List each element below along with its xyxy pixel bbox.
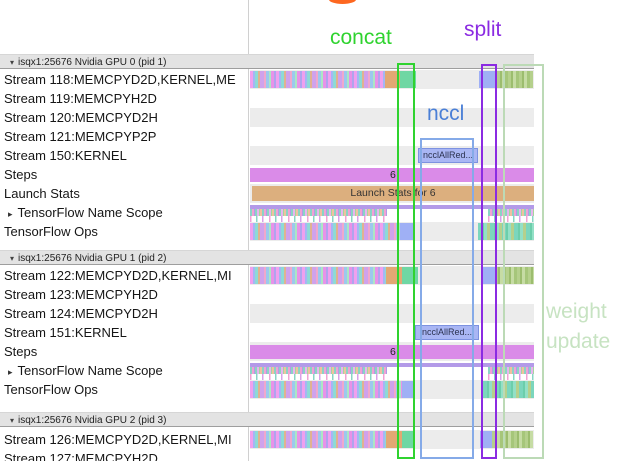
track-label-text: Stream 118:MEMCPYD2D,KERNEL,ME: [4, 72, 236, 87]
track-label-text: Stream 123:MEMCPYH2D: [4, 287, 158, 302]
annotation-label-concat: concat: [330, 26, 392, 49]
track-label-steps: Steps: [0, 165, 247, 184]
track-label-stream-124-memcpyd2h: Stream 124:MEMCPYD2H: [0, 304, 247, 323]
process-header-label: isqx1:25676 Nvidia GPU 0 (pid 1): [18, 57, 167, 68]
track-label-stream-120-memcpyd2h: Stream 120:MEMCPYD2H: [0, 108, 247, 127]
track-label-text: Steps: [4, 344, 38, 359]
track-row-background: [250, 285, 534, 304]
track-label-tensorflow-name-scope[interactable]: ▸ TensorFlow Name Scope: [0, 203, 247, 222]
trace-events-dense[interactable]: [250, 267, 386, 284]
track-label-stream-121-memcpyp2p: Stream 121:MEMCPYP2P: [0, 127, 247, 146]
track-label-text: Stream 126:MEMCPYD2D,KERNEL,MI: [4, 432, 232, 447]
nccl-allreduce-event[interactable]: ncclAllRed...: [418, 148, 478, 163]
name-scope-ticks[interactable]: [250, 209, 387, 222]
track-label-text: Launch Stats: [4, 186, 80, 201]
expand-arrow-icon[interactable]: ▸: [8, 367, 13, 377]
clipped-orange-annotation-glyph: [329, 0, 356, 4]
process-header-label: isqx1:25676 Nvidia GPU 2 (pid 3): [18, 415, 167, 426]
collapse-arrow-icon[interactable]: ▾: [10, 254, 15, 263]
steps-bar[interactable]: 6: [250, 345, 534, 359]
track-label-stream-150-kernel: Stream 150:KERNEL: [0, 146, 247, 165]
trace-event-blue[interactable]: [480, 431, 492, 448]
trace-event-orange[interactable]: [385, 71, 400, 88]
trace-events-green[interactable]: [492, 431, 533, 448]
weight-update-line2: update: [546, 330, 611, 353]
track-row-background: [250, 89, 534, 108]
trace-events-dense[interactable]: [250, 431, 386, 448]
track-label-text: Steps: [4, 167, 38, 182]
track-label-stream-151-kernel: Stream 151:KERNEL: [0, 323, 247, 342]
track-label-text: TensorFlow Name Scope: [17, 363, 163, 378]
track-label-tensorflow-name-scope[interactable]: ▸ TensorFlow Name Scope: [0, 361, 247, 380]
name-scope-ticks[interactable]: [488, 209, 534, 222]
nccl-allreduce-event[interactable]: ncclAllRed...: [415, 325, 479, 340]
trace-event-teal[interactable]: [400, 71, 416, 88]
collapse-arrow-icon[interactable]: ▾: [10, 416, 15, 425]
track-label-tensorflow-ops: TensorFlow Ops: [0, 222, 247, 241]
track-label-tensorflow-ops: TensorFlow Ops: [0, 380, 247, 399]
track-row-background: [250, 108, 534, 127]
process-header-label: isqx1:25676 Nvidia GPU 1 (pid 2): [18, 253, 167, 264]
process-header-gpu-2[interactable]: ▾isqx1:25676 Nvidia GPU 2 (pid 3): [0, 412, 534, 427]
trace-events-dense[interactable]: [250, 381, 402, 398]
annotation-box-nccl: [420, 138, 474, 459]
track-label-text: Stream 150:KERNEL: [4, 148, 127, 163]
steps-bar[interactable]: 6: [250, 168, 534, 182]
track-label-text: Stream 122:MEMCPYD2D,KERNEL,MI: [4, 268, 232, 283]
track-label-text: TensorFlow Ops: [4, 382, 98, 397]
track-label-stream-122-memcpyd2d-kernel-mi: Stream 122:MEMCPYD2D,KERNEL,MI: [0, 266, 247, 285]
steps-count-label: 6: [390, 169, 396, 181]
track-label-steps: Steps: [0, 342, 247, 361]
track-label-text: Stream 124:MEMCPYD2H: [4, 306, 158, 321]
annotation-box-concat: [397, 63, 415, 459]
name-scope-ticks[interactable]: [250, 367, 387, 380]
trace-event-blue[interactable]: [479, 71, 495, 88]
track-label-text: Stream 151:KERNEL: [4, 325, 127, 340]
track-label-stream-126-memcpyd2d-kernel-mi: Stream 126:MEMCPYD2D,KERNEL,MI: [0, 430, 247, 449]
process-header-gpu-0[interactable]: ▾isqx1:25676 Nvidia GPU 0 (pid 1): [0, 54, 534, 69]
trace-event-blue[interactable]: [402, 381, 414, 398]
annotation-label-split: split: [464, 18, 502, 41]
track-label-stream-118-memcpyd2d-kernel-me: Stream 118:MEMCPYD2D,KERNEL,ME: [0, 70, 247, 89]
trace-events-dense[interactable]: [250, 71, 385, 88]
trace-events-green[interactable]: [497, 71, 533, 88]
track-row-background: [250, 127, 534, 146]
annotation-label-nccl: nccl: [427, 102, 465, 125]
track-label-text: TensorFlow Name Scope: [17, 205, 163, 220]
track-label-stream-123-memcpyh2d: Stream 123:MEMCPYH2D: [0, 285, 247, 304]
weight-update-line1: weight: [546, 300, 607, 323]
name-scope-bar[interactable]: [250, 205, 534, 209]
track-label-launch-stats: Launch Stats: [0, 184, 247, 203]
track-label-text: Stream 120:MEMCPYD2H: [4, 110, 158, 125]
steps-count-label: 6: [390, 346, 396, 358]
track-label-text: TensorFlow Ops: [4, 224, 98, 239]
trace-events-dense[interactable]: [250, 223, 400, 240]
track-label-text: Stream 121:MEMCPYP2P: [4, 129, 157, 144]
track-label-text: Stream 127:MEMCPYH2D: [4, 451, 158, 461]
track-row-background: [250, 304, 534, 323]
name-scope-ticks[interactable]: [488, 367, 534, 380]
trace-event-teal[interactable]: [402, 431, 414, 448]
track-label-stream-119-memcpyh2d: Stream 119:MEMCPYH2D: [0, 89, 247, 108]
trace-event-blue[interactable]: [483, 267, 495, 284]
trace-event-blue[interactable]: [400, 223, 413, 240]
track-label-stream-127-memcpyh2d: Stream 127:MEMCPYH2D: [0, 449, 247, 461]
trace-events-teal[interactable]: [478, 223, 534, 240]
annotation-box-weight-update: [503, 64, 544, 459]
collapse-arrow-icon[interactable]: ▾: [10, 58, 15, 67]
expand-arrow-icon[interactable]: ▸: [8, 209, 13, 219]
track-label-text: Stream 119:MEMCPYH2D: [4, 91, 157, 106]
process-header-gpu-1[interactable]: ▾isqx1:25676 Nvidia GPU 1 (pid 2): [0, 250, 534, 265]
annotation-label-weight-update: weight update: [546, 297, 610, 357]
annotation-box-split: [481, 64, 497, 459]
name-scope-bar[interactable]: [250, 363, 534, 367]
